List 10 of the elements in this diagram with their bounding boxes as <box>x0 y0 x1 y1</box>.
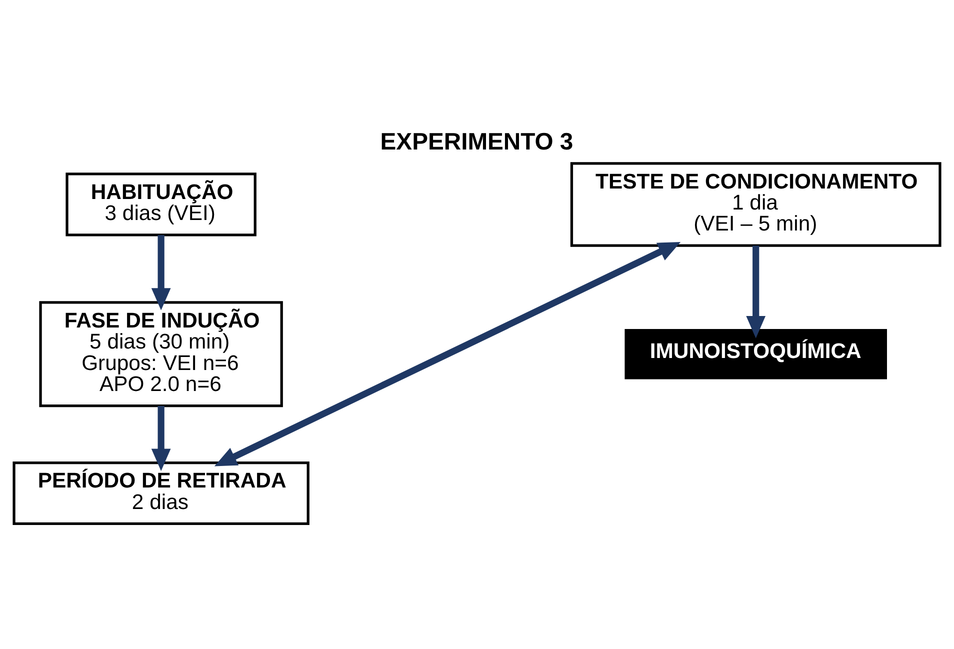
arrow <box>151 405 171 470</box>
node-box: HABITUAÇÃO 3 dias (VEI) <box>66 172 256 236</box>
arrow <box>151 234 171 310</box>
node-box: TESTE DE CONDICIONAMENTO 1 dia (VEI – 5 min) <box>570 162 942 246</box>
diagram-title: EXPERIMENTO 3 <box>380 128 574 155</box>
arrow <box>214 241 681 466</box>
node-box: IMUNOISTOQUÍMICA <box>624 328 887 379</box>
node-box: FASE DE INDUÇÃO 5 dias (30 min) Grupos: VEI n=6 APO 2.0 n=6 <box>39 300 283 407</box>
node-box: PERÍODO DE RETIRADA 2 dias <box>12 460 310 525</box>
arrow <box>746 245 766 338</box>
